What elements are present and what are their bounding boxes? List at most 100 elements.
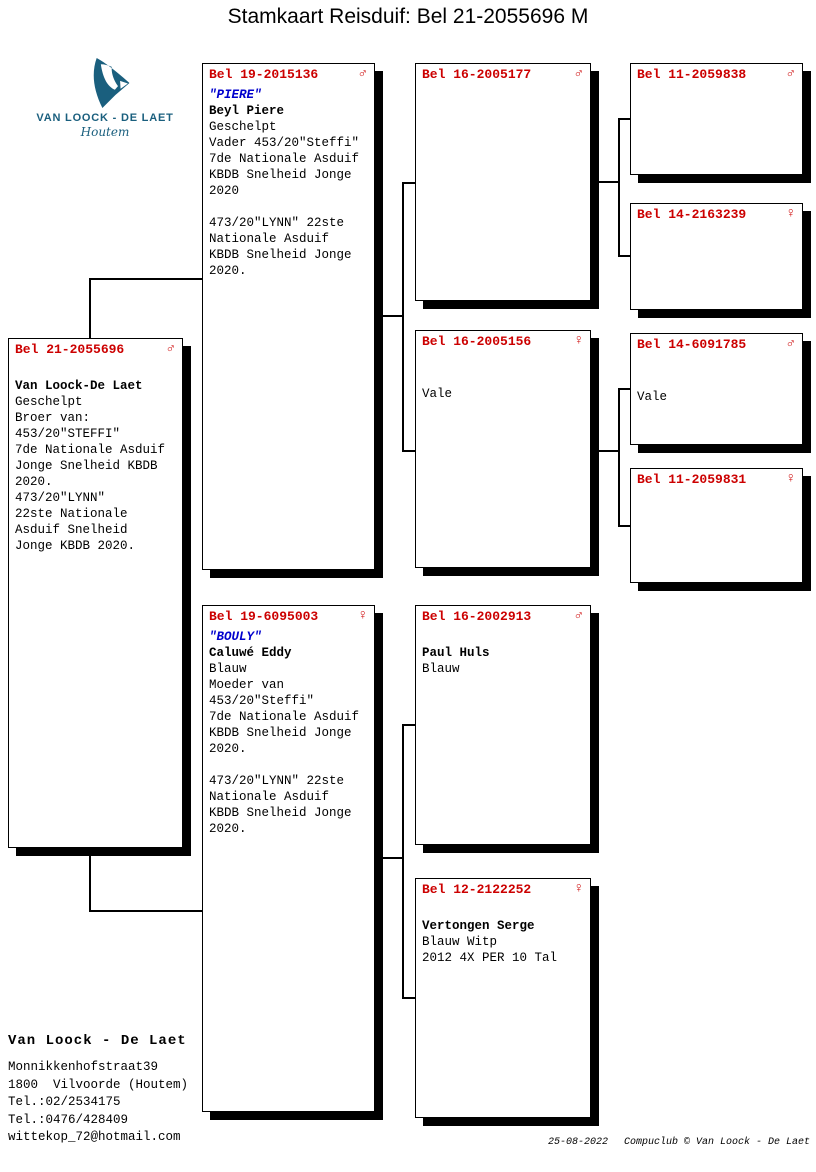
text-line: Caluwé Eddy: [209, 646, 292, 660]
text-line: 2020.: [209, 822, 247, 836]
ring-number: Bel 21-2055696: [15, 342, 125, 357]
text-line: 473/20"LYNN" 22ste: [209, 216, 345, 230]
text-line: Nationale Asduif: [209, 232, 330, 246]
owner-address: Monnikkenhofstraat39 1800 Vilvoorde (Hout…: [8, 1059, 188, 1147]
pedigree-box-header: Bel 12-2122252 ♀: [416, 879, 590, 897]
pedigree-box-greatgrandparent-1: Bel 11-2059838 ♂: [630, 63, 803, 175]
text-line: Monnikkenhofstraat39: [8, 1060, 159, 1074]
text-line: Asduif Snelheid: [15, 523, 128, 537]
text-line: [637, 357, 796, 373]
male-gender-icon: ♂: [574, 608, 583, 624]
ring-number: Bel 19-2015136: [209, 67, 319, 82]
text-line: Tel.:0476/428409: [8, 1112, 129, 1127]
text-line: Nationale Asduif: [209, 790, 330, 804]
pedigree-box-header: Bel 21-2055696 ♂: [9, 339, 182, 357]
text-line: Blauw: [209, 662, 247, 676]
pedigree-box-header: Bel 11-2059831 ♀: [631, 469, 802, 487]
text-line: 473/20"LYNN": [15, 491, 106, 505]
female-gender-icon: ♀: [574, 333, 583, 349]
text-line: [15, 362, 176, 378]
text-line: Moeder van: [209, 678, 285, 692]
text-line: 2020.: [15, 475, 53, 489]
pedigree-connector: [375, 315, 403, 317]
female-gender-icon: ♀: [786, 206, 795, 222]
text-line: Broer van:: [15, 411, 91, 425]
male-gender-icon: ♂: [786, 66, 795, 82]
text-line: 7de Nationale Asduif: [209, 710, 360, 724]
male-gender-icon: ♂: [166, 341, 175, 357]
pedigree-connector: [89, 278, 202, 280]
text-line: [422, 370, 584, 386]
ring-number: Bel 16-2005156: [422, 334, 532, 349]
pedigree-box-body: [631, 487, 802, 492]
pedigree-connector: [375, 857, 403, 859]
pedigree-box-grandfather-paternal: Bel 16-2005177 ♂: [415, 63, 591, 301]
text-line: 22ste Nationale: [15, 507, 128, 521]
footer: 25-08-2022 Compuclub © Van Loock - De La…: [548, 1137, 810, 1148]
ring-number: Bel 11-2059831: [637, 472, 747, 487]
text-line: [422, 902, 584, 918]
pedigree-box-body: [631, 82, 802, 87]
pedigree-box-header: Bel 19-6095003 ♀: [203, 606, 374, 624]
pedigree-connector: [402, 724, 415, 726]
text-line: [209, 199, 368, 215]
text-line: 1800 Vilvoorde (Houtem): [8, 1077, 189, 1092]
pedigree-box-header: Bel 14-6091785 ♂: [631, 334, 802, 352]
text-line: "PIERE": [209, 88, 262, 102]
pedigree-connector: [402, 450, 415, 452]
text-line: Blauw: [422, 662, 460, 676]
pedigree-box-header: Bel 16-2005156 ♀: [416, 331, 590, 349]
text-line: Van Loock-De Laet: [15, 379, 143, 393]
text-line: KBDB Snelheid Jonge: [209, 168, 352, 182]
ring-number: Bel 11-2059838: [637, 67, 747, 82]
logo-name: VAN LOOCK - DE LAET: [36, 112, 174, 124]
text-line: KBDB Snelheid Jonge: [209, 806, 352, 820]
pedigree-box-header: Bel 14-2163239 ♀: [631, 204, 802, 222]
text-line: KBDB Snelheid Jonge: [209, 726, 352, 740]
text-line: [209, 757, 368, 773]
text-line: Beyl Piere: [209, 104, 285, 118]
pedigree-box-body: [631, 222, 802, 227]
text-line: Vader 453/20"Steffi": [209, 136, 360, 150]
pedigree-connector: [402, 724, 404, 999]
text-line: Geschelpt: [209, 120, 277, 134]
ring-number: Bel 12-2122252: [422, 882, 532, 897]
text-line: wittekop_72@hotmail.com: [8, 1130, 181, 1144]
pedigree-connector: [402, 182, 415, 184]
ring-number: Bel 16-2005177: [422, 67, 532, 82]
pedigree-box-greatgrandparent-3: Bel 14-6091785 ♂ Vale: [630, 333, 803, 445]
female-gender-icon: ♀: [786, 471, 795, 487]
pedigree-box-header: Bel 16-2002913 ♂: [416, 606, 590, 624]
ring-number: Bel 14-2163239: [637, 207, 747, 222]
text-line: 2020.: [209, 264, 247, 278]
female-gender-icon: ♀: [574, 881, 583, 897]
pedigree-box-header: Bel 11-2059838 ♂: [631, 64, 802, 82]
text-line: 453/20"Steffi": [209, 694, 315, 708]
ring-number: Bel 16-2002913: [422, 609, 532, 624]
pedigree-connector: [89, 278, 91, 338]
male-gender-icon: ♂: [786, 336, 795, 352]
text-line: 2020.: [209, 742, 247, 756]
owner-name: Van Loock - De Laet: [8, 1033, 187, 1049]
text-line: 7de Nationale Asduif: [209, 152, 360, 166]
page-title: Stamkaart Reisduif: Bel 21-2055696 M: [227, 5, 589, 28]
footer-credit: Compuclub © Van Loock - De Laet: [623, 1137, 810, 1148]
text-line: [637, 373, 796, 389]
male-gender-icon: ♂: [358, 66, 367, 82]
footer-date: 25-08-2022: [547, 1137, 608, 1148]
ring-number: Bel 19-6095003: [209, 609, 319, 624]
female-gender-icon: ♀: [358, 608, 367, 624]
pedigree-box-greatgrandparent-4: Bel 11-2059831 ♀: [630, 468, 803, 583]
text-line: 453/20"STEFFI": [15, 427, 121, 441]
text-line: Tel.:02/2534175: [8, 1095, 121, 1109]
male-gender-icon: ♂: [574, 66, 583, 82]
loft-logo: VAN LOOCK - DE LAET Houtem: [30, 56, 180, 139]
text-line: [422, 354, 584, 370]
